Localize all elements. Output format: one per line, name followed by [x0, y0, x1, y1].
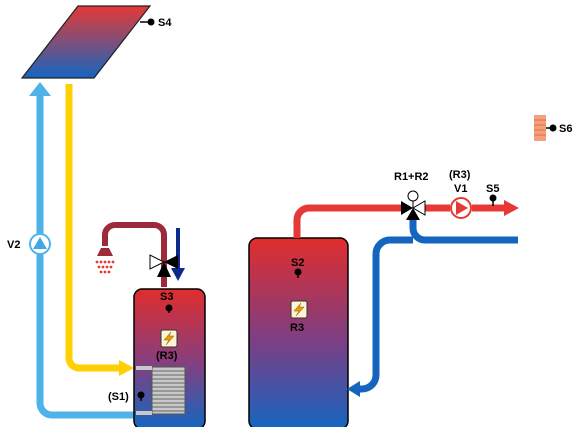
sensor-s3: S3	[160, 291, 173, 313]
pump-v2-label: V2	[7, 239, 20, 251]
collector-return-pipe	[29, 82, 135, 419]
shower-icon	[95, 248, 115, 274]
pump-v1-label: V1	[454, 183, 467, 195]
outdoor-sensor-icon: S6	[534, 115, 572, 141]
solar-collector-icon	[20, 5, 152, 79]
mixing-valve-icon	[149, 254, 178, 277]
sensor-s1: (S1)	[108, 391, 145, 403]
lightning-icon	[160, 329, 178, 348]
pump-r3-optional-label: (R3)	[449, 169, 471, 181]
heat-exchanger-coil	[136, 366, 186, 415]
cold-water-inlet-pipe	[171, 228, 185, 281]
valve-r1r2-label: R1+R2	[394, 171, 429, 183]
sensor-s5-label: S5	[486, 183, 499, 195]
three-way-valve-icon: R1+R2	[394, 171, 429, 220]
collector-flow-pipe	[65, 84, 134, 376]
sensor-s6-label: S6	[559, 123, 572, 135]
dhw-outlet-pipe	[102, 222, 167, 287]
sensor-s4-label: S4	[158, 17, 172, 29]
sensor-s2-label: S2	[291, 257, 304, 269]
sensor-s4: S4	[140, 17, 172, 29]
pump-v2: V2	[7, 233, 51, 255]
supply-pipe	[293, 200, 519, 238]
heater-r3-label: R3	[290, 322, 304, 334]
heater-r3-optional-label: (R3)	[156, 350, 178, 362]
pump-icon: (R3) V1	[449, 169, 472, 219]
sensor-s3-label: S3	[160, 291, 173, 303]
sensor-s2: S2	[291, 257, 304, 278]
return-pipe	[347, 216, 518, 397]
lightning-icon	[290, 300, 308, 319]
sensor-s1-label: (S1)	[108, 391, 129, 403]
sensor-s5: S5	[486, 183, 499, 206]
